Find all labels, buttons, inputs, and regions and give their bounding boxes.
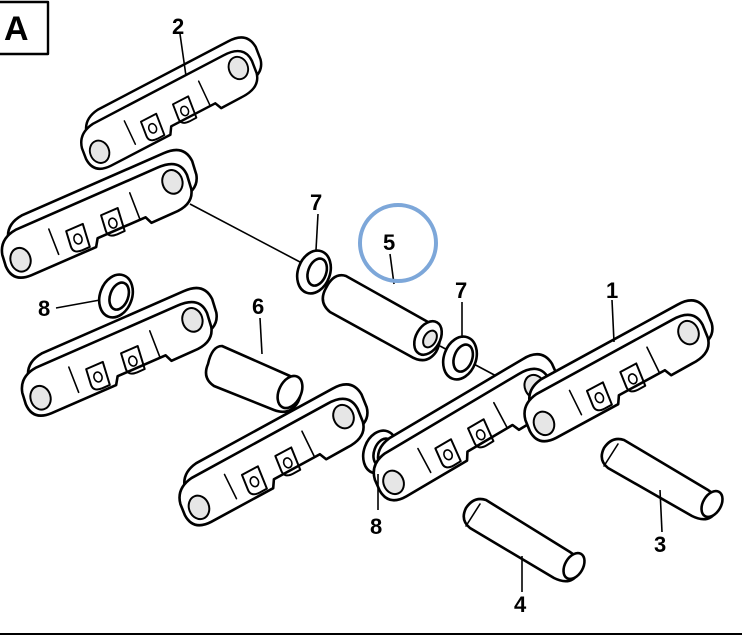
callout-7-lower: 7 <box>455 278 467 303</box>
part-4-pin <box>462 497 586 583</box>
part-7-seal-ring-lower <box>436 330 484 386</box>
callout-8-lower: 8 <box>370 514 382 539</box>
callout-7-upper: 7 <box>310 190 322 215</box>
callout-1: 1 <box>606 278 618 303</box>
view-label-box: A <box>0 0 50 56</box>
highlight-circle <box>358 203 438 283</box>
callout-labels: 1 2 3 4 5 6 7 7 8 8 <box>38 14 666 617</box>
callout-8-left: 8 <box>38 296 50 321</box>
part-3-pin <box>600 437 724 521</box>
callout-5: 5 <box>383 230 395 255</box>
view-label: A <box>4 10 29 48</box>
axis-line-upper <box>189 203 301 263</box>
callout-4: 4 <box>514 592 527 617</box>
callout-2: 2 <box>172 14 184 39</box>
part-6-bushing <box>204 344 304 414</box>
part-5-bushing <box>321 273 444 362</box>
callout-6: 6 <box>252 294 264 319</box>
callout-3: 3 <box>654 532 666 557</box>
